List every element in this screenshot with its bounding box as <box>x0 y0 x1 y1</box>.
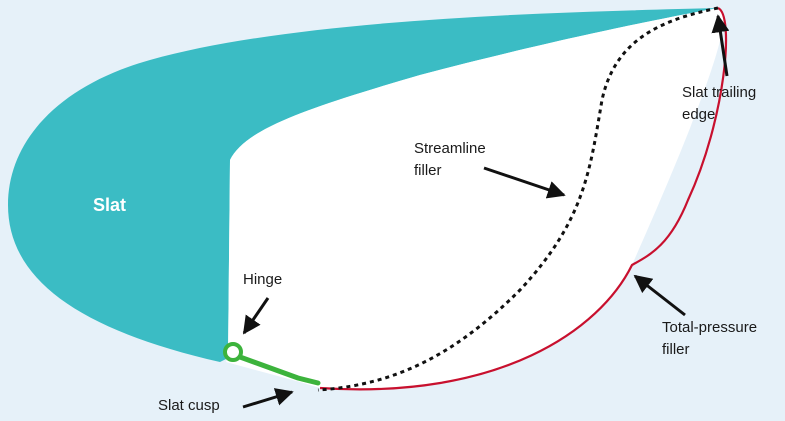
slat-cusp-label: Slat cusp <box>158 397 220 414</box>
hinge <box>223 342 321 386</box>
hinge-arrow <box>242 297 270 335</box>
total-pressure-filler-label: Total-pressure <box>662 319 757 336</box>
streamline-filler-arrow <box>483 166 566 199</box>
streamline-filler-label: Streamline <box>414 140 486 157</box>
hinge-label: Hinge <box>243 271 282 288</box>
slat-label: Slat <box>93 195 126 215</box>
hinge-arm <box>237 354 321 386</box>
streamline-filler-label-line2: filler <box>414 162 442 179</box>
slat-trailing-edge-label: Slat trailing <box>682 84 756 101</box>
total-pressure-filler-arrow <box>633 274 686 317</box>
slat-trailing-edge-label-line2: edge <box>682 106 715 123</box>
slat-cusp-arrow <box>242 388 294 409</box>
slat-body <box>8 8 718 362</box>
cove-filler-region <box>226 8 724 390</box>
slat-trailing-edge-arrow <box>711 14 730 77</box>
total-pressure-filler-label-line2: filler <box>662 341 690 358</box>
total-pressure-filler-line <box>319 6 728 391</box>
hinge-pivot-icon <box>223 342 243 362</box>
